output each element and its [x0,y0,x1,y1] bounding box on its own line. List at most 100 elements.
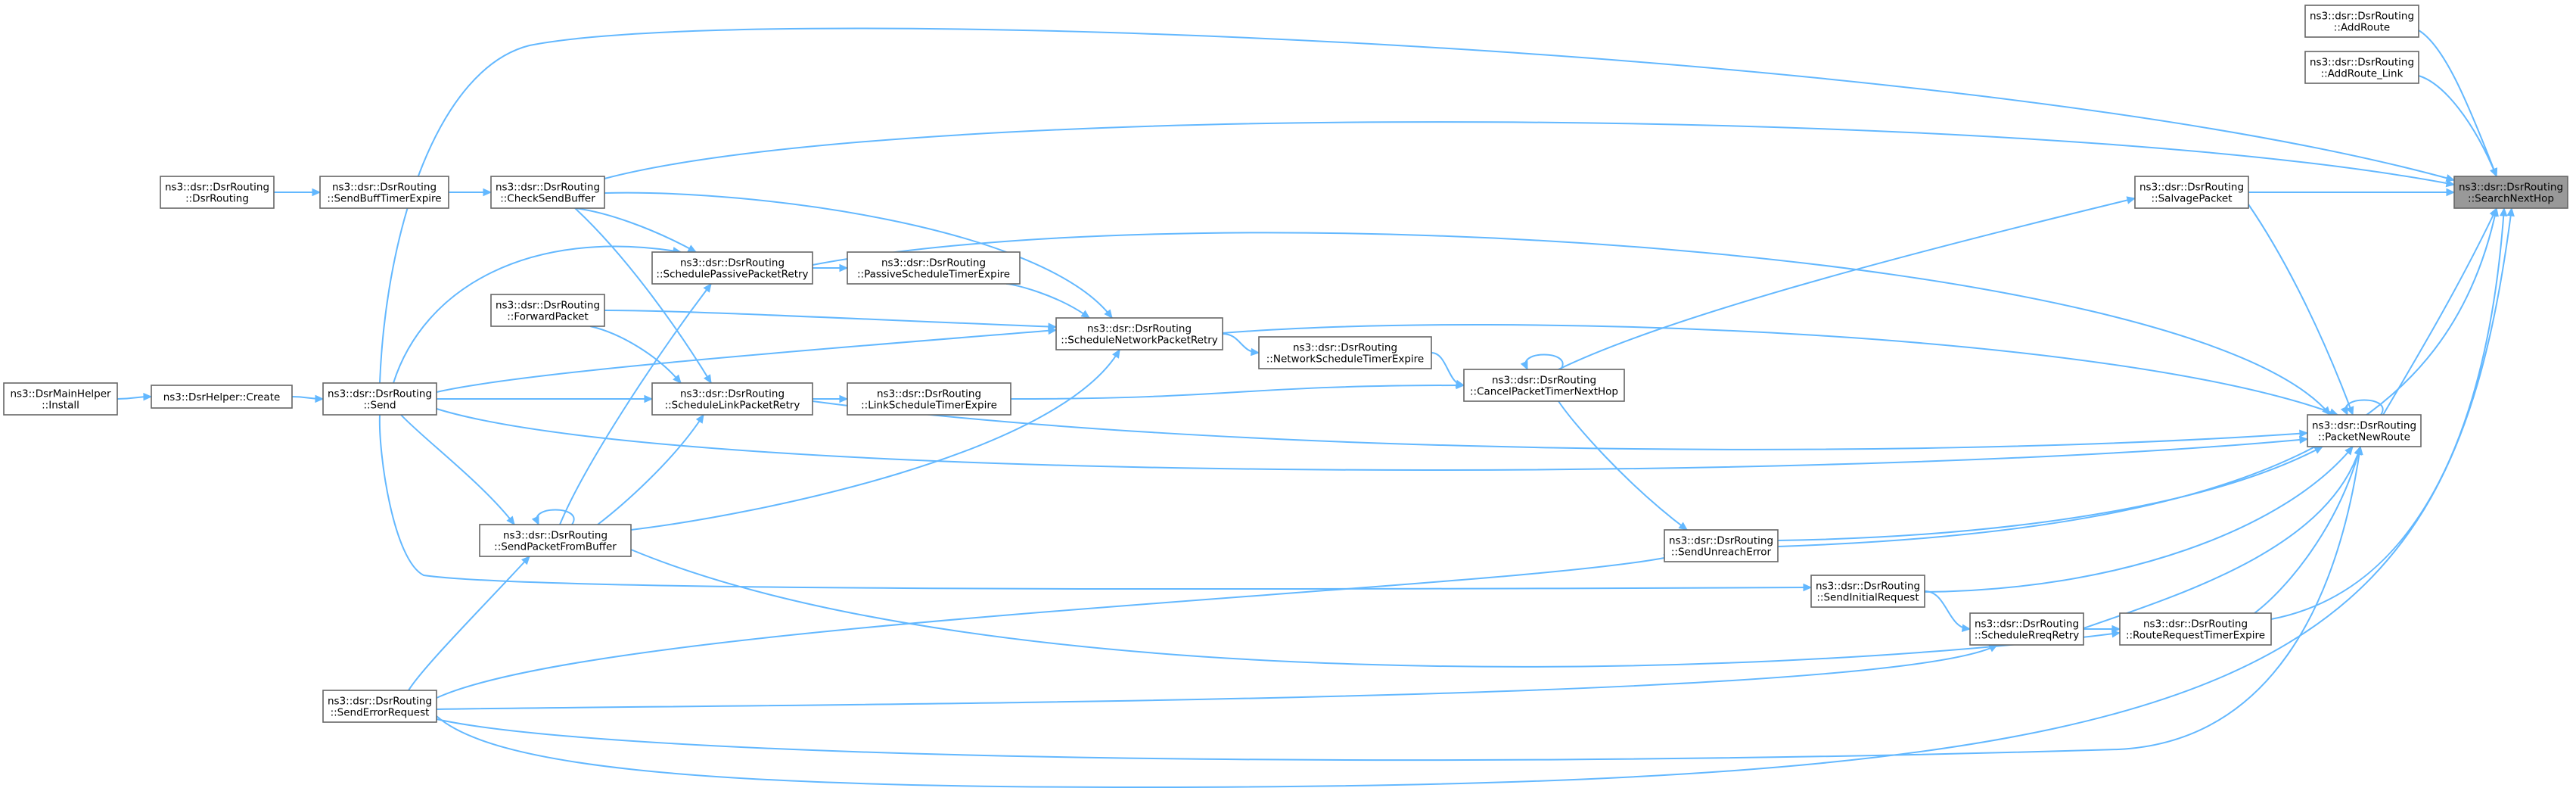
node-send-buff-timer-expire[interactable]: ns3::dsr::DsrRouting::SendBuffTimerExpir… [319,176,449,209]
edge-schedule-rreq-retry-to-send-initial-request [1924,590,1971,630]
edge-schedule-network-packet-retry-to-passive-schedule-timer-expire [1005,283,1090,319]
edge-send-unreach-error-to-send-error-request [436,556,1673,699]
node-label-line: ::ScheduleLinkPacketRetry [665,400,800,412]
node-box [1258,336,1432,369]
node-label-line: ns3::dsr::DsrRouting [680,388,785,400]
node-label-line: ns3::dsr::DsrRouting [2310,57,2414,69]
edge-packet-new-route-to-send [436,408,2308,471]
node-add-route-link[interactable]: ns3::dsr::DsrRouting::AddRoute_Link [2304,51,2419,84]
edge-arrowhead [839,394,849,403]
node-label-line: ns3::dsr::DsrRouting [503,530,607,542]
edge-packet-new-route-to-send-unreach-error [1777,446,2323,541]
node-route-request-timer-expire[interactable]: ns3::dsr::DsrRouting::RouteRequestTimerE… [2119,612,2272,646]
node-box [2134,176,2249,209]
node-schedule-link-packet-retry[interactable]: ns3::dsr::DsrRouting::ScheduleLinkPacket… [651,382,813,416]
node-add-route[interactable]: ns3::dsr::DsrRouting::AddRoute [2304,5,2419,38]
node-label-line: ns3::dsr::DsrRouting [496,300,600,312]
node-label-line: ns3::DsrHelper::Create [163,391,281,403]
edge-send-packet-from-buffer-to-send-error-request [408,556,530,691]
node-schedule-passive-packet-retry[interactable]: ns3::dsr::DsrRouting::SchedulePassivePac… [651,251,813,285]
edge-packet-new-route-to-salvage-packet [2248,204,2354,416]
node-schedule-network-packet-retry[interactable]: ns3::dsr::DsrRouting::ScheduleNetworkPac… [1055,317,1223,350]
node-label-line: ::Send [363,400,396,412]
node-box [322,382,437,416]
edge-packet-new-route-to-schedule-link-packet-retry [812,400,2308,450]
node-send-initial-request[interactable]: ns3::dsr::DsrRouting::SendInitialRequest [1810,575,1925,608]
node-search-next-hop[interactable]: ns3::dsr::DsrRouting::SearchNextHop [2453,176,2568,209]
node-dsr-main-helper-install[interactable]: ns3::DsrMainHelper::Install [3,382,118,416]
edge-packet-new-route-to-schedule-rreq-retry [2083,446,2361,629]
node-cancel-packet-timer-next-hop[interactable]: ns3::dsr::DsrRouting::CancelPacketTimerN… [1463,369,1625,402]
node-box [1969,612,2084,646]
node-label-line: ns3::dsr::DsrRouting [881,257,986,269]
node-box [151,385,293,409]
edge-arrowhead [2445,174,2456,182]
edge-search-next-hop-to-send-unreach-error [1777,207,2497,547]
node-label-line: ns3::dsr::DsrRouting [1293,342,1397,354]
node-check-send-buffer[interactable]: ns3::dsr::DsrRouting::CheckSendBuffer [490,176,605,209]
edge-send-initial-request-to-send [378,414,1812,590]
node-box [651,251,813,285]
node-send-error-request[interactable]: ns3::dsr::DsrRouting::SendErrorRequest [322,690,437,723]
edge-arrowhead [2445,179,2456,188]
node-dsr-helper-create[interactable]: ns3::DsrHelper::Create [151,385,293,409]
edge-cancel-packet-timer-next-hop-to-link-schedule-timer-expire [1010,385,1465,400]
edge-search-next-hop-to-send-error-request [436,207,2512,788]
node-box [1463,369,1625,402]
edge-arrowhead [2506,207,2515,217]
node-schedule-rreq-retry[interactable]: ns3::dsr::DsrRouting::ScheduleRreqRetry [1969,612,2084,646]
node-passive-schedule-timer-expire[interactable]: ns3::dsr::DsrRouting::PassiveScheduleTim… [847,251,1021,285]
node-label-line: ::PacketNewRoute [2318,431,2410,444]
edge-arrowhead [1678,522,1688,531]
node-send[interactable]: ns3::dsr::DsrRouting::Send [322,382,437,416]
node-label-line: ns3::dsr::DsrRouting [2312,420,2416,432]
edge-search-next-hop-to-send [379,27,2455,384]
node-box [2304,51,2419,84]
edge-schedule-link-packet-retry-to-forward-packet [589,325,682,384]
edge-send-packet-from-buffer-to-send [400,414,515,525]
edge-arrowhead [2355,445,2363,456]
node-label-line: ::NetworkScheduleTimerExpire [1266,354,1425,366]
node-send-packet-from-buffer[interactable]: ns3::dsr::DsrRouting::SendPacketFromBuff… [479,524,632,557]
node-label-line: ns3::dsr::DsrRouting [1975,618,2079,631]
node-box [2453,176,2568,209]
edge-schedule-rreq-retry-to-send-error-request [436,644,1998,710]
edge-arrowhead [644,394,654,403]
edge-arrowhead [2126,196,2136,204]
node-packet-new-route[interactable]: ns3::dsr::DsrRouting::PacketNewRoute [2307,414,2422,447]
edge-arrowhead [839,263,849,273]
edge-arrowhead [143,392,153,401]
edge-arrowhead [2299,435,2309,444]
edge-cancel-packet-timer-next-hop-to-cancel-packet-timer-next-hop [1524,354,1564,370]
node-label-line: ns3::dsr::DsrRouting [1816,581,1920,593]
node-box [2307,414,2422,447]
node-box [847,251,1021,285]
edge-cancel-packet-timer-next-hop-to-network-schedule-timer-expire [1431,352,1465,386]
node-box [2119,612,2272,646]
node-label-line: ::DsrRouting [185,193,249,205]
edge-search-next-hop-to-check-send-buffer [604,121,2455,185]
node-send-unreach-error[interactable]: ns3::dsr::DsrRouting::SendUnreachError [1664,529,1779,562]
node-label-line: ::RouteRequestTimerExpire [2126,630,2265,642]
node-dsr-routing[interactable]: ns3::dsr::DsrRouting::DsrRouting [160,176,275,209]
node-label-line: ns3::dsr::DsrRouting [328,388,432,400]
node-salvage-packet[interactable]: ns3::dsr::DsrRouting::SalvagePacket [2134,176,2249,209]
edge-arrowhead [2313,446,2324,454]
node-label-line: ns3::dsr::DsrRouting [165,182,269,194]
node-network-schedule-timer-expire[interactable]: ns3::dsr::DsrRouting::NetworkScheduleTim… [1258,336,1432,369]
edge-schedule-passive-packet-retry-to-send [393,245,682,384]
edge-schedule-network-packet-retry-to-forward-packet [604,310,1057,328]
edge-arrowhead [483,188,493,197]
node-box [322,690,437,723]
node-box [651,382,813,416]
edge-arrowhead [2499,207,2508,216]
node-link-schedule-timer-expire[interactable]: ns3::dsr::DsrRouting::LinkScheduleTimerE… [847,382,1011,416]
node-box [847,382,1011,416]
edge-salvage-packet-to-cancel-packet-timer-next-hop [1558,198,2136,370]
node-forward-packet[interactable]: ns3::dsr::DsrRouting::ForwardPacket [490,294,605,327]
node-label-line: ::SendUnreachError [1671,547,1772,559]
edge-packet-new-route-to-send-initial-request [1924,446,2354,593]
edge-arrowhead [1048,326,1058,335]
node-box [2304,5,2419,38]
